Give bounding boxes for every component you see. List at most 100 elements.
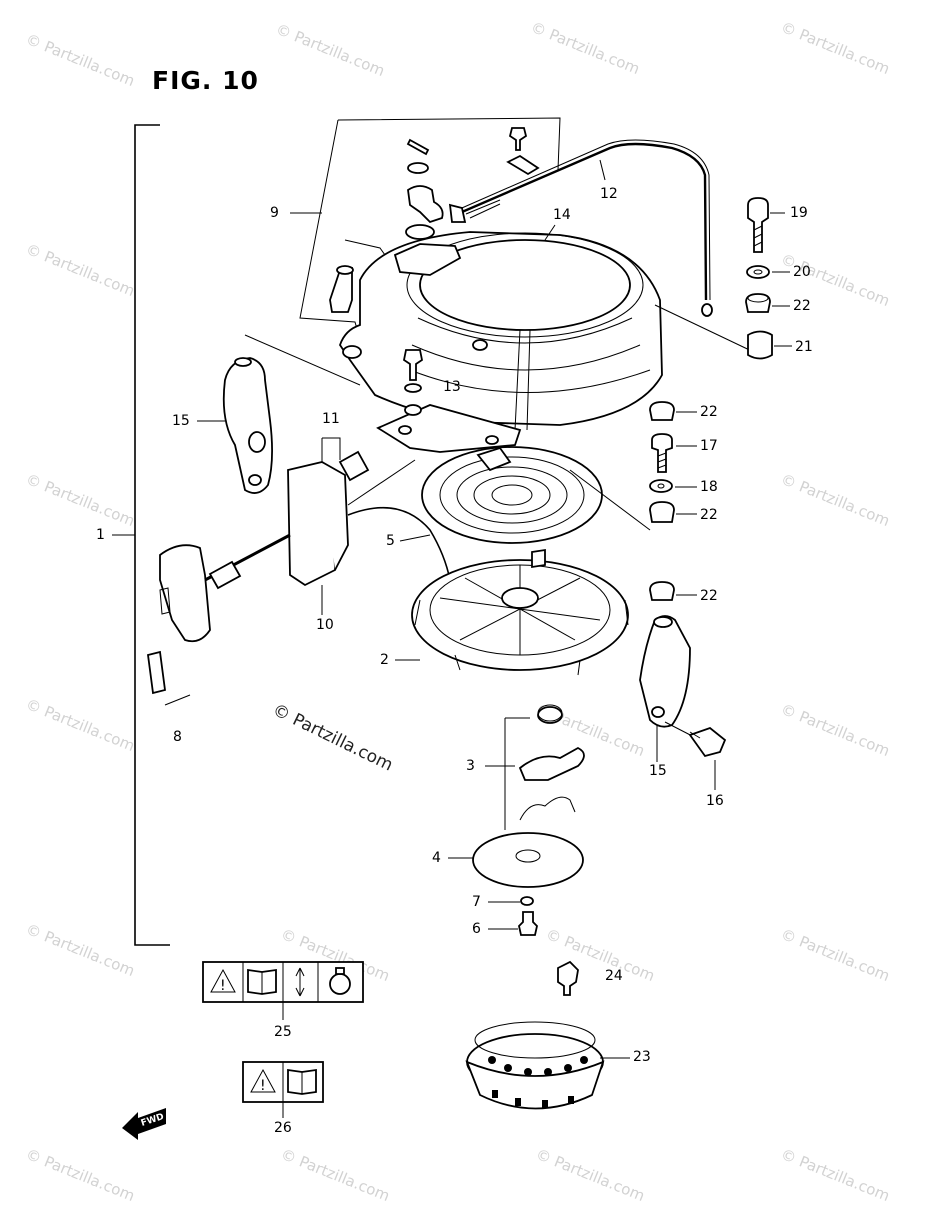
bolt-17-thread (657, 452, 667, 469)
washer-7 (520, 896, 534, 906)
spring-ring-3b (537, 704, 563, 722)
callout-1: 1 (96, 527, 105, 543)
leader-line (399, 534, 431, 542)
housing-mount (393, 243, 462, 276)
callout-13: 13 (443, 379, 461, 395)
housing-ribs (409, 317, 651, 393)
bolt-19-thread (753, 225, 763, 247)
pin-11 (338, 450, 370, 482)
spring-coil (473, 475, 551, 515)
friction-plate-4 (472, 832, 584, 888)
housing-rope-slot (514, 329, 531, 431)
callout-2: 2 (380, 652, 389, 668)
bolt-17 (651, 433, 673, 473)
callout-21: 21 (795, 339, 813, 355)
washer-20 (746, 265, 770, 279)
cable-tip (701, 303, 713, 317)
callout-11: 11 (322, 411, 340, 427)
bolt-19 (747, 197, 769, 253)
callout-15-right: 15 (649, 763, 667, 779)
spring-coil (456, 466, 568, 524)
callout-23: 23 (633, 1049, 651, 1065)
callout-26: 26 (274, 1120, 292, 1136)
clip-bracket (164, 694, 191, 706)
housing-ring (406, 232, 644, 338)
warning-triangle-icon (250, 1068, 276, 1093)
clip-8 (147, 650, 166, 695)
lever-part (329, 266, 353, 313)
spring-coil (439, 456, 585, 534)
cup-holes (488, 1056, 588, 1108)
bracket-3 (504, 717, 530, 830)
lever-bracket-15 (222, 357, 273, 494)
shaft-sleeve (208, 560, 242, 590)
grommet-22c (649, 501, 675, 523)
callout-22c: 22 (700, 507, 718, 523)
grommet-22 (745, 293, 771, 313)
callout-15-left: 15 (172, 413, 190, 429)
callout-24: 24 (605, 968, 623, 984)
assembly-bracket (134, 124, 170, 946)
housing-hole (472, 339, 488, 351)
bolt-6 (518, 911, 538, 936)
bolt-part (508, 127, 528, 151)
bracket-hole (248, 431, 266, 453)
callout-18: 18 (700, 479, 718, 495)
guide-line (569, 469, 651, 531)
callout-6: 6 (472, 921, 481, 937)
bracket-hole (485, 435, 499, 445)
plate-center (515, 849, 541, 863)
cable-end (448, 203, 467, 223)
housing-top (419, 239, 631, 331)
warning-mark: ! (260, 1078, 266, 1094)
figure-title: FIG. 10 (152, 66, 259, 95)
grommet-top (747, 293, 769, 303)
choke-knob-icon (329, 973, 351, 995)
housing-hole (342, 345, 362, 359)
spring-coil (491, 484, 533, 506)
grommet-22d (649, 581, 675, 601)
washer-part (407, 162, 429, 174)
bolt-16 (688, 726, 727, 758)
callout-22b: 22 (700, 404, 718, 420)
spring-tab (476, 446, 512, 472)
grommet-22b (649, 401, 675, 421)
collar-21 (747, 330, 773, 360)
cable-12-inner (454, 139, 711, 301)
leader-line (599, 159, 606, 181)
cable-thread (465, 199, 501, 219)
o-ring-part (405, 224, 435, 240)
guide-line (347, 459, 416, 506)
ratchet-pawl (518, 746, 585, 781)
callout-4: 4 (432, 850, 441, 866)
warning-mark: ! (220, 978, 226, 994)
warning-triangle-icon (210, 968, 236, 993)
leader-line (544, 224, 556, 241)
pulley-pin (531, 548, 546, 569)
pawl-spring (519, 796, 576, 821)
pin-part (406, 138, 430, 156)
callout-17: 17 (700, 438, 718, 454)
grip-slot (159, 587, 171, 615)
bracket-hole (651, 706, 665, 718)
lever-bracket-15b (639, 615, 691, 728)
bolt-16-thread (689, 731, 701, 739)
callout-9: 9 (270, 205, 279, 221)
pivot-part (407, 185, 444, 224)
washer-18-hole (657, 483, 665, 489)
washer-13b (404, 404, 422, 416)
callout-25: 25 (274, 1024, 292, 1040)
callout-22a: 22 (793, 298, 811, 314)
callout-20: 20 (793, 264, 811, 280)
callout-10: 10 (316, 617, 334, 633)
cable-12 (454, 142, 708, 301)
callout-12: 12 (600, 186, 618, 202)
pulley-spokes (439, 565, 601, 655)
callout-22d: 22 (700, 588, 718, 604)
pulley-teeth (414, 599, 629, 676)
bolt-13 (402, 349, 424, 381)
bracket-hole (398, 425, 412, 435)
bracket-hole (248, 474, 262, 486)
callout-7: 7 (472, 894, 481, 910)
